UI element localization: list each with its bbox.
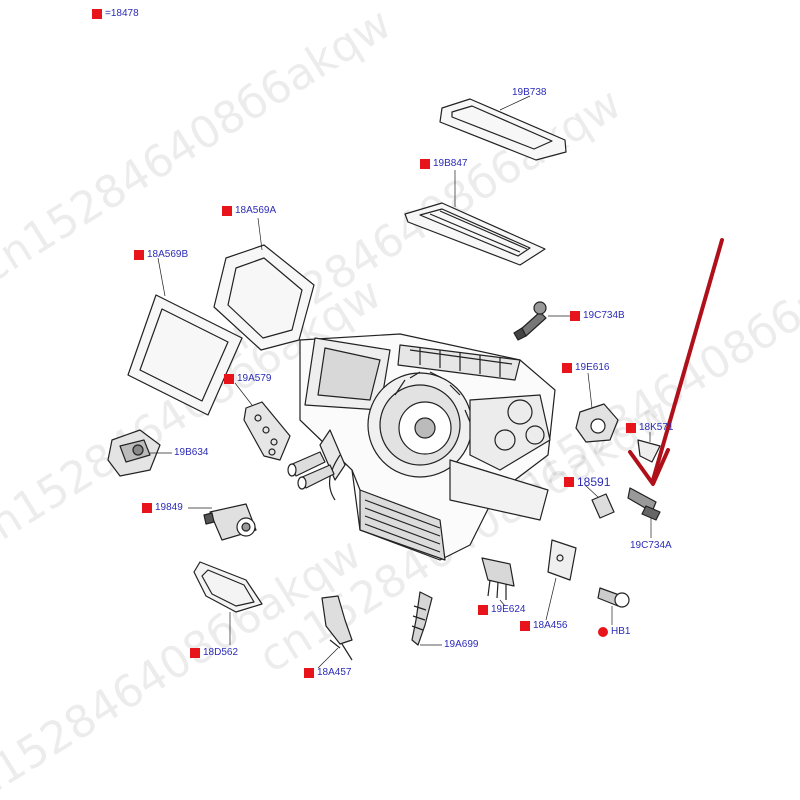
- part-label-19B847[interactable]: 19B847: [420, 158, 467, 169]
- part-18591-sensor: [591, 493, 615, 519]
- part-label-HB1[interactable]: HB1: [598, 626, 630, 637]
- hvac-main-housing: [299, 333, 556, 561]
- part-19B847-filter: [404, 202, 546, 266]
- part-19E624-connector: [481, 557, 515, 600]
- heater-pipes: [287, 451, 335, 490]
- part-label-19B634[interactable]: 19B634: [174, 447, 209, 458]
- part-label-18A569B[interactable]: 18A569B: [134, 249, 188, 260]
- part-19A579-duct: [243, 401, 291, 461]
- part-19A699-hose: [411, 591, 433, 646]
- part-label-19E624[interactable]: 19E624: [478, 604, 525, 615]
- part-19B738-seal: [439, 98, 567, 161]
- part-label-18A457[interactable]: 18A457: [304, 667, 351, 678]
- part-label-19A699[interactable]: 19A699: [444, 639, 479, 650]
- part-label-19849[interactable]: 19849: [142, 502, 183, 513]
- part-18A569B-gasket: [127, 294, 243, 416]
- part-HB1-bolt: [597, 587, 630, 608]
- part-label-19B738[interactable]: 19B738: [512, 87, 547, 98]
- part-18A457-harness: [321, 595, 353, 661]
- part-19E616-motor: [575, 403, 619, 443]
- part-label-19C734B[interactable]: 19C734B: [570, 310, 625, 321]
- part-label-19A579[interactable]: 19A579: [224, 373, 271, 384]
- legend-swatch: [92, 8, 102, 19]
- part-label-18D562[interactable]: 18D562: [190, 647, 238, 658]
- part-label-19C734A[interactable]: 19C734A: [630, 540, 672, 551]
- red-arrow-icon: [628, 238, 724, 486]
- part-label-18591[interactable]: 18591: [564, 475, 610, 489]
- part-19C734B-sensor: [513, 301, 547, 341]
- part-19849-valve: [203, 503, 257, 541]
- part-18D562-seal: [193, 561, 263, 613]
- part-18K571-clip: [637, 439, 661, 463]
- part-label-18A569A[interactable]: 18A569A: [222, 205, 276, 216]
- part-label-18A456[interactable]: 18A456: [520, 620, 567, 631]
- legend: =18478: [92, 8, 139, 19]
- part-19C734A-sensor: [627, 487, 661, 521]
- part-18A569A-gasket: [213, 244, 315, 351]
- part-18A456-bracket: [547, 539, 577, 581]
- part-19B634-actuator: [107, 429, 161, 477]
- part-label-18K571[interactable]: 18K571: [626, 422, 673, 433]
- part-label-19E616[interactable]: 19E616: [562, 362, 609, 373]
- legend-text: =18478: [105, 8, 139, 19]
